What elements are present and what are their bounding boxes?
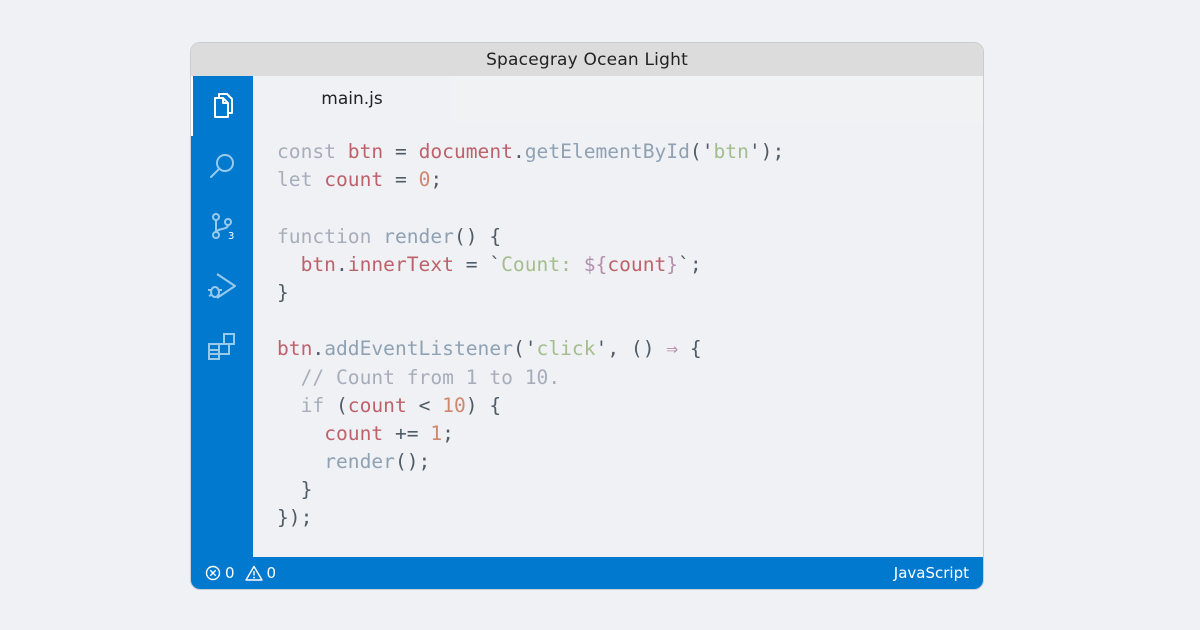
activity-search[interactable] [191,136,253,196]
language-label: JavaScript [893,564,969,582]
source-control-badge: 3 [228,231,235,242]
status-bar: 0 0 JavaScript [191,557,983,589]
code-line: if (count < 10) { [300,393,502,417]
code-line: const btn = document.getElementById('btn… [277,140,785,163]
code-line [277,307,784,335]
activity-explorer[interactable] [191,76,253,136]
error-icon [205,565,221,581]
activity-run-debug[interactable] [191,256,253,316]
files-icon [214,93,233,118]
code-line: } [277,280,289,304]
code-line: render(); [324,450,431,474]
code-line [277,194,784,222]
code-content[interactable]: const btn = document.getElementById('btn… [277,138,784,533]
warning-count: 0 [266,564,277,582]
code-line: // Count from 1 to 10. [300,365,561,389]
window-title: Spacegray Ocean Light [486,49,688,70]
code-line: } [277,478,313,502]
editor-tabs: main.js [253,76,983,122]
code-line: btn.addEventListener('click', () ⇒ { [277,337,702,361]
activity-bar: 3 [191,76,253,557]
code-line: btn.innerText = `Count: ${count}`; [300,252,702,276]
search-icon [210,154,234,178]
code-line: }); [277,506,313,530]
activity-extensions[interactable] [191,316,253,376]
window-titlebar: Spacegray Ocean Light [191,43,983,77]
source-control-icon [212,213,232,239]
error-count: 0 [225,564,235,582]
code-editor[interactable]: const btn = document.getElementById('btn… [253,122,983,557]
tab-main-js[interactable]: main.js [253,76,451,122]
activity-source-control[interactable]: 3 [191,196,253,256]
run-debug-icon [208,273,236,299]
code-line: let count = 0; [277,168,443,192]
warning-icon [244,565,263,581]
extensions-icon [208,333,235,360]
language-mode[interactable]: JavaScript [894,557,969,589]
problems-indicator[interactable]: 0 0 [205,557,282,589]
tab-label: main.js [321,89,383,109]
code-line: count += 1; [324,421,454,445]
code-line: function render() { [277,224,502,248]
editor-window: Spacegray Ocean Light 3 [190,42,984,590]
